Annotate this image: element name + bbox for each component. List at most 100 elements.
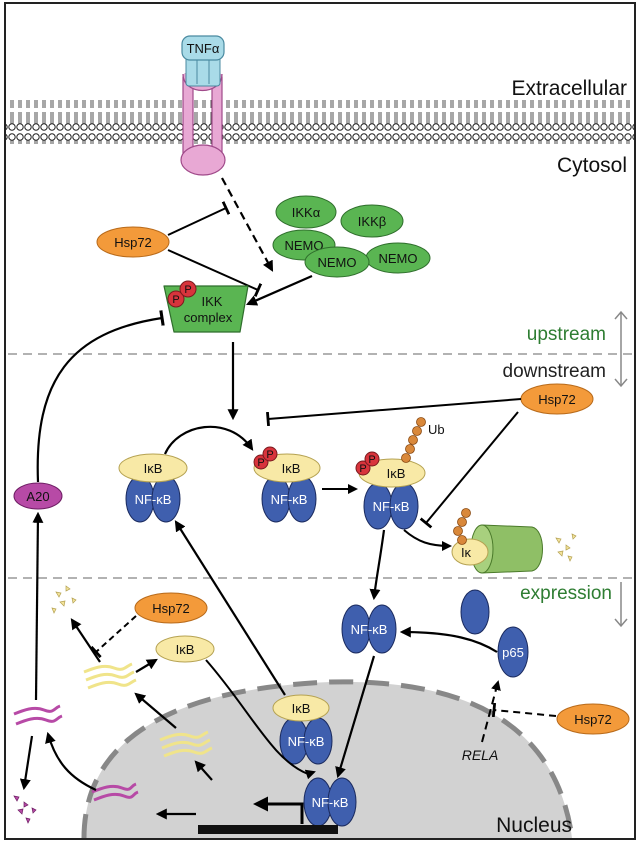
proteasome-ubiquitin-chain [453,508,471,545]
degraded-ikb-label: Iκ [461,545,472,560]
rela-translation-arrow [481,680,501,743]
svg-text:NEMO: NEMO [318,255,357,270]
a20-mrna-cytosol [13,704,63,726]
nucleus-label: Nucleus [496,814,572,837]
to-proteasome-arrow [403,529,452,551]
svg-text:IκB: IκB [282,461,301,476]
hsp72-inhibits-receptor-signal [167,201,231,236]
svg-text:NF-κB: NF-κB [271,492,308,507]
nuclear-envelope [81,679,575,839]
svg-text:P: P [359,463,366,475]
hsp72-inhibits-rela [491,702,557,718]
tnf-alpha-label: TNFα [187,41,220,56]
hsp72-expression: Hsp72 [134,592,208,624]
p65: p65 [497,626,529,678]
phosphorylation-arrow [163,425,254,455]
svg-text:IKK: IKK [202,294,223,309]
cytosol-label: Cytosol [557,154,627,177]
svg-text:IκB: IκB [292,701,311,716]
nuclear-translocation-arrow [335,655,376,779]
nemo-2: NEMO [304,246,370,278]
expression-scope-arrow [614,582,628,628]
phospho-ikb-nfkb-complex: NF-κB IκB P P [253,446,321,523]
svg-text:NF-κB: NF-κB [288,734,325,749]
ikb-mrna-nucleus [159,730,213,758]
svg-text:IκB: IκB [387,466,406,481]
svg-text:NF-κB: NF-κB [351,622,388,637]
nuclear-export-arrow [174,520,286,696]
svg-text:Hsp72: Hsp72 [574,712,612,727]
svg-text:IKKβ: IKKβ [358,214,386,229]
ikk-beta: IKKβ [340,204,404,238]
ikb-nfkb-complex-cytosol: NF-κB IκB [118,453,188,523]
upstream-downstream-scope-arrow [614,310,628,388]
ikb-mrna-cytosol [83,662,137,690]
svg-text:complex: complex [184,310,233,325]
tnf-alpha-ligand: TNFα [181,35,225,87]
ubiquitinated-ikb-nfkb-complex: NF-κB IκB P P Ub [355,417,445,530]
a20-mrna-nucleus [91,782,139,802]
ubiquitin-chain [401,417,426,463]
nfkb-subunit [460,589,490,635]
proteasome: Iκ [451,508,577,574]
svg-text:A20: A20 [26,489,49,504]
transcription-arrow [253,796,304,824]
svg-text:P: P [184,284,191,296]
upstream-label: upstream [527,324,606,345]
svg-text:p65: p65 [502,645,524,660]
nfkb-release-arrow [369,529,386,601]
a20-translation-arrow [32,511,44,701]
svg-text:IκB: IκB [176,642,195,657]
expression-label: expression [520,583,612,604]
ikb-mrna-fragments [51,585,77,614]
a20: A20 [13,482,63,510]
dna-promoter [198,825,338,834]
svg-text:IκB: IκB [144,461,163,476]
nemo-to-ikk-arrow [245,274,313,306]
a20-mrna-export-arrow [45,731,97,791]
hsp72-inhibits-mrna-decay [90,615,137,659]
hsp72-rela: Hsp72 [556,703,630,735]
downstream-label: downstream [503,361,607,382]
svg-text:Hsp72: Hsp72 [114,235,152,250]
cell-membrane [6,100,634,144]
free-nfkb: NF-κB [341,604,397,654]
svg-text:NEMO: NEMO [379,251,418,266]
svg-text:IKKα: IKKα [292,205,321,220]
hsp72-upstream: Hsp72 [96,226,170,258]
svg-text:Hsp72: Hsp72 [538,392,576,407]
svg-text:NF-κB: NF-κB [135,492,172,507]
ikk-complex: IKK complex P P [163,280,249,333]
hsp72-inhibits-phosphorylation [266,398,522,427]
hsp72-inhibits-degradation [419,411,519,529]
ikb-mrna-export-arrow [134,692,177,729]
ikb-gene-transcription-arrow [194,760,213,781]
hsp72-inhibits-ikk-activation [167,249,263,297]
svg-text:P: P [172,294,179,306]
ikb-translation-arrow [135,658,158,673]
new-ikb: IκB [155,635,215,663]
svg-text:NF-κB: NF-κB [373,499,410,514]
extracellular-label: Extracellular [511,77,627,100]
hsp72-downstream: Hsp72 [520,383,594,415]
a20-mrna-fragments [13,795,37,824]
nucleus [84,681,572,838]
a20-mrna-decay-arrow [19,735,34,791]
svg-text:P: P [266,449,273,461]
a20-inhibits-ikk [36,310,165,483]
svg-text:NEMO: NEMO [285,238,324,253]
svg-text:Hsp72: Hsp72 [152,601,190,616]
svg-text:P: P [368,454,375,466]
svg-text:NF-κB: NF-κB [312,795,349,810]
nemo-3: NEMO [365,242,431,274]
p65-assembly-arrow [399,626,498,653]
nuclear-ikb-nfkb-complex: NF-κB IκB [272,694,333,765]
nuclear-nfkb: NF-κB [303,777,357,827]
rela-gene-label: RELA [462,747,499,763]
ubiquitin-label: Ub [428,422,445,437]
svg-text:P: P [257,457,264,469]
ikb-nuclear-import-arrow [205,659,316,780]
ikb-mrna-decay-arrow [70,618,101,663]
receptor-to-ikk-arrow [221,177,274,272]
